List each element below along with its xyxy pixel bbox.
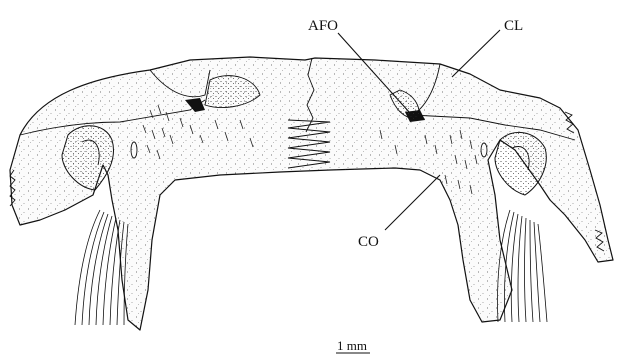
label-co-group: CO (358, 175, 440, 250)
condyle-right (495, 132, 546, 195)
label-afo: AFO (308, 18, 338, 34)
label-cl-group: CL (452, 18, 523, 77)
scale-bar-label: 1 mm (337, 338, 367, 353)
label-co: CO (358, 234, 379, 250)
scale-bar: 1 mm (336, 338, 370, 353)
label-cl: CL (504, 18, 523, 34)
